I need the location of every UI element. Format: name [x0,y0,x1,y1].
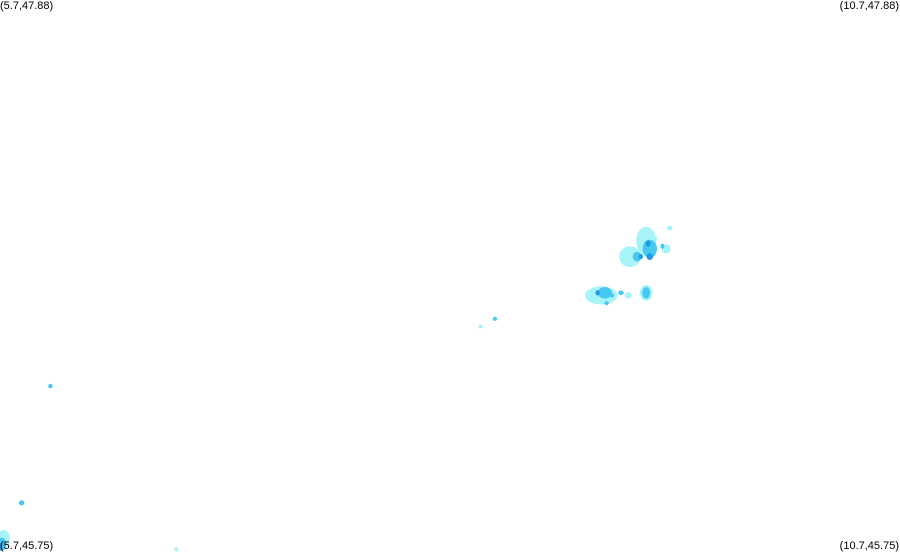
precip-cell-medium [660,243,665,249]
corner-label-bottom-left: (5.7,45.75) [0,540,54,552]
precip-cell-strong [645,240,651,247]
precip-cell-strong [0,542,3,551]
precip-cell-medium [492,316,498,321]
precip-cell-medium [609,293,615,298]
precip-cell-light [624,292,632,299]
precip-cell-light [174,547,179,552]
precip-cell-medium [597,287,612,299]
precip-cell-medium [618,290,624,296]
corner-label-top-right: (10.7,47.88) [839,0,899,12]
precip-cell-light [619,246,641,267]
corner-label-top-left: (5.7,47.88) [0,0,54,12]
precip-cell-strong [646,253,653,260]
precip-cell-strong [638,254,643,260]
precip-cell-medium [642,287,651,299]
precip-cell-light [478,324,483,329]
precip-cell-medium [604,301,609,306]
precip-cell-medium [18,500,25,506]
precip-cell-medium [48,383,53,389]
precip-cell-light [666,225,673,231]
corner-label-bottom-right: (10.7,45.75) [839,540,899,552]
precip-cell-strong [595,290,600,296]
precip-cell-medium [632,251,642,262]
